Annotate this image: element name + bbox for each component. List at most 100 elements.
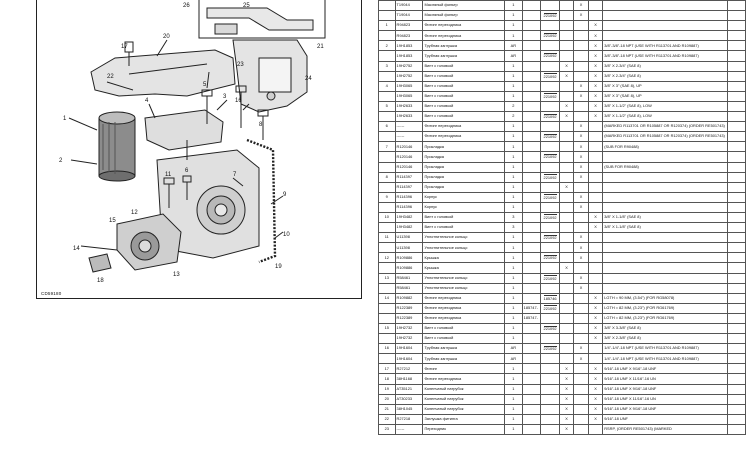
cell-m1-text: X xyxy=(565,62,568,68)
cell-desc: Фитинг переходника xyxy=(422,30,506,42)
cell-spare xyxy=(727,181,746,193)
cell-rem-text: 1/4"-1/4"-18 NPT (USE WITH R113701 AND R… xyxy=(604,345,699,351)
cell-pn: ------ xyxy=(394,131,424,143)
cell-d1 xyxy=(521,0,542,12)
cell-pn: T19044 xyxy=(394,10,424,22)
cell-pn: 19H2732 xyxy=(394,333,424,345)
cell-m1 xyxy=(558,322,575,335)
cell-m2-text: X xyxy=(579,274,583,280)
cell-qty: 1 xyxy=(504,292,523,304)
cell-rem: (MARKED R113701 OR R105887 OR R120374) (… xyxy=(602,131,729,143)
cell-d2 xyxy=(540,383,560,395)
cell-rem-text: LGTH = 90 MM, (3.54") (FOR RG58078) xyxy=(604,294,675,300)
cell-qty: 1 xyxy=(504,363,523,375)
cell-rem: 3/8" X 1-1/2" (SAE 8), LOW xyxy=(602,111,729,123)
cell-desc-text: Прокладка xyxy=(424,153,444,159)
cell-idx-text: 1 xyxy=(385,22,388,28)
cell-m3: X xyxy=(587,30,604,42)
cell-pn: R109886 xyxy=(394,252,424,264)
cell-d2-text: 221092 xyxy=(543,254,557,261)
cell-m1-text: X xyxy=(565,416,568,422)
cell-d2: 221092 xyxy=(540,30,560,42)
cell-spare xyxy=(727,141,746,153)
cell-spare xyxy=(727,0,746,12)
cell-pn-text: R122389 xyxy=(396,305,413,311)
cell-pn-text: 19H1604 xyxy=(396,345,413,351)
cell-desc-text: Фитинг переходника xyxy=(424,375,462,381)
cell-rem-text: 3/8" X 3" (SAE 8), UP xyxy=(604,93,642,99)
cell-d1 xyxy=(521,181,542,193)
cell-pn-text: 19H3482 xyxy=(396,214,413,220)
cell-rem-text: 3/8"-3/8"-18 NPT (USE WITH R113701 AND R… xyxy=(604,42,699,48)
cell-desc-text: Трубная заглушка xyxy=(424,42,458,48)
cell-m1 xyxy=(558,312,575,325)
cell-d1 xyxy=(521,282,542,294)
cell-idx xyxy=(378,353,396,365)
cell-pn-text: AT35121 xyxy=(396,385,413,391)
cell-rem-text: 3/8" X 1-1/2" (SAE 8), LOW xyxy=(604,113,652,119)
cell-rem xyxy=(602,191,729,203)
cell-rem: (SUB FOR R90488) xyxy=(602,141,729,153)
cell-pn: 38H1045 xyxy=(394,403,424,415)
cell-desc-text: Винт с головкой xyxy=(424,103,454,109)
callout-25: 25 xyxy=(243,3,250,9)
cell-pn-text: R114397 xyxy=(396,183,413,189)
cell-qty-text: 1 xyxy=(512,183,515,189)
cell-d2-text: 221092 xyxy=(543,345,557,352)
cell-d2 xyxy=(540,413,560,425)
cell-desc-text: Винт с головкой xyxy=(424,93,454,99)
cell-m3 xyxy=(587,141,604,153)
callout-1: 1 xyxy=(63,116,67,122)
cell-d2 xyxy=(540,222,560,234)
cell-d2-text: 221092 xyxy=(543,113,557,120)
cell-d2 xyxy=(540,201,560,213)
cell-idx xyxy=(378,181,396,193)
cell-rem-text: LGTH = 82 MM, (3.23") (FOR RG61769) xyxy=(604,305,675,311)
cell-pn: R58461 xyxy=(394,272,424,284)
cell-rem xyxy=(602,242,729,254)
cell-rem: 3/8" X 2-3/4" (SAE 8) xyxy=(602,70,729,82)
cell-pn: 19H2633 xyxy=(394,100,424,113)
cell-m1 xyxy=(558,161,575,173)
cell-idx xyxy=(378,262,396,274)
cell-d1 xyxy=(521,30,542,42)
cell-qty-text: 1 xyxy=(512,72,515,78)
cell-rem-text: (MARKED R113701 OR R105887 OR R120374) (… xyxy=(604,123,725,129)
cell-pn: U11398 xyxy=(394,232,424,244)
cell-pn-text: R109886 xyxy=(396,264,413,270)
cell-rem: LGTH = 90 MM, (3.54") (FOR RG58078) xyxy=(602,292,729,304)
cell-d2: 221092 xyxy=(540,111,560,123)
cell-desc-text: Крышка xyxy=(424,254,439,260)
cell-qty: 1 xyxy=(504,403,523,415)
cell-m1 xyxy=(558,343,575,355)
cell-desc: Винт с головкой xyxy=(422,80,506,92)
cell-desc: Коленчатый патрубок xyxy=(422,393,506,405)
cell-qty-text: 1 xyxy=(512,123,515,129)
cell-d2: 221092 xyxy=(540,322,560,335)
cell-idx-text: 18 xyxy=(384,375,389,381)
cell-d1 xyxy=(521,363,542,375)
cell-idx xyxy=(378,50,396,62)
cell-m1-text: X xyxy=(565,264,568,270)
cell-pn-text: 19H3065 xyxy=(396,93,413,99)
cell-qty-text: AR xyxy=(510,52,517,58)
cell-idx-text: 16 xyxy=(384,345,389,351)
cell-qty-text: 2 xyxy=(512,103,515,109)
cell-qty: 3 xyxy=(504,222,523,234)
cell-spare xyxy=(727,312,746,325)
cell-d2: 221092 xyxy=(540,171,560,183)
cell-rem-text: 9/16"-18 UNF X 9/16"-18 UNF xyxy=(604,406,657,411)
cell-rem-text: RSRP, (ORDER RE501743) (MARKED xyxy=(604,426,672,432)
callout-8: 8 xyxy=(259,122,263,128)
cell-idx-text: 17 xyxy=(384,365,389,371)
drawing-code: CD59180 xyxy=(41,291,62,296)
cell-pn: R122389 xyxy=(394,302,424,314)
